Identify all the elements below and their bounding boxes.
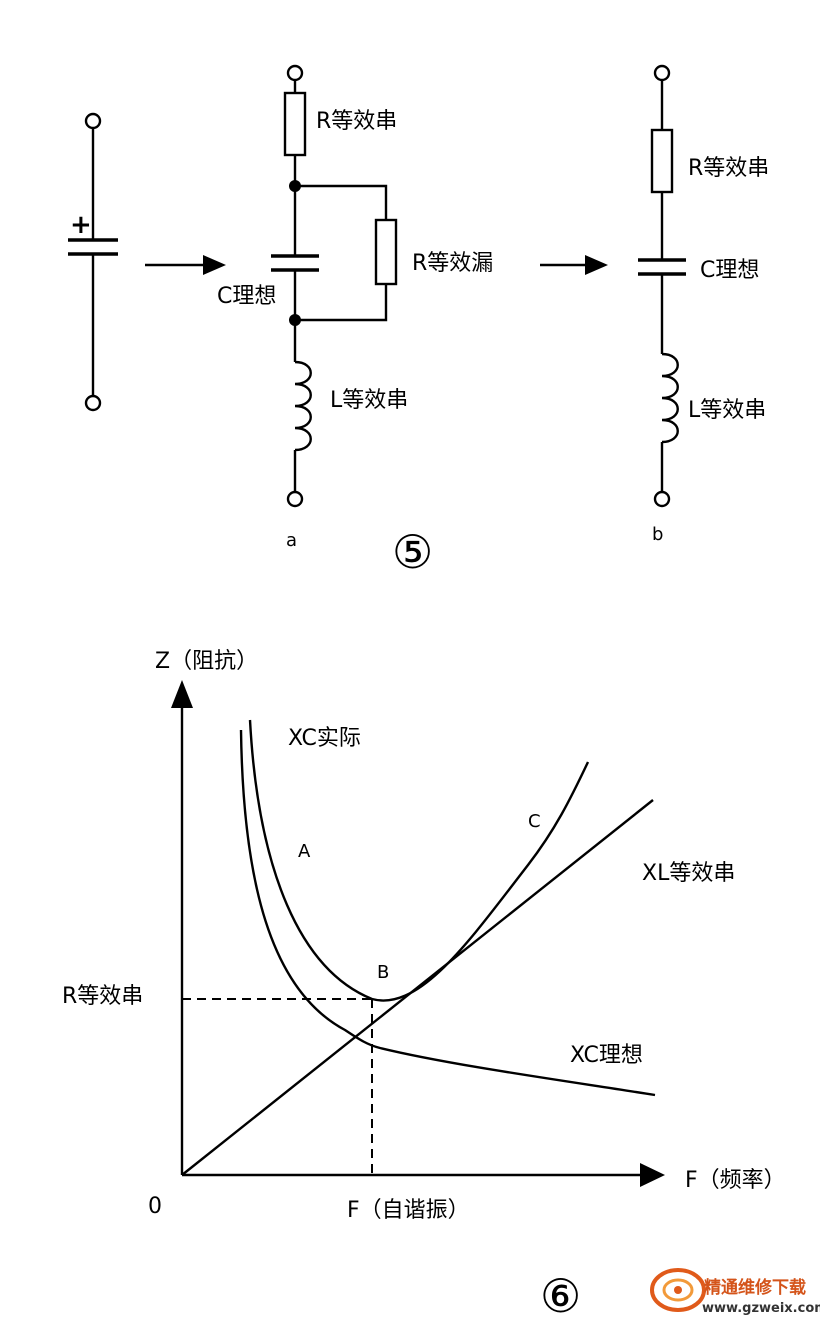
figure-number-6: ⑥	[540, 1269, 581, 1323]
watermark-logo	[650, 1268, 706, 1312]
label-l-series: L等效串	[688, 398, 766, 423]
resistor-series	[650, 128, 674, 194]
terminal-bottom	[84, 394, 102, 412]
x-axis	[182, 1163, 665, 1187]
terminal-top	[286, 64, 304, 82]
polarity-plus: +	[70, 210, 92, 240]
r-series-label: R等效串	[62, 984, 143, 1009]
watermark-site-name: 精通维修下载	[704, 1277, 806, 1298]
label-a: a	[286, 530, 297, 551]
label-c-ideal: C理想	[700, 258, 759, 283]
label-l-series: L等效串	[330, 388, 408, 413]
x-axis-label: F（频率）	[685, 1168, 786, 1193]
point-a-label: A	[298, 841, 311, 862]
capacitor-symbol: +	[68, 112, 118, 412]
resistor-series	[283, 91, 307, 157]
resistor-leakage	[374, 218, 398, 286]
figure-number-5: ⑤	[392, 525, 433, 579]
inductor-series	[294, 360, 312, 452]
self-resonance-label: F（自谐振）	[347, 1198, 470, 1223]
curve-xc-actual	[248, 719, 590, 1002]
label-r-series: R等效串	[316, 109, 397, 134]
label-c-ideal: C理想	[217, 284, 276, 309]
point-b-label: B	[377, 962, 389, 983]
watermark-url: www.gzweix.com	[702, 1301, 820, 1316]
label-r-series: R等效串	[688, 156, 769, 181]
label-xc-ideal: XC理想	[570, 1043, 643, 1068]
terminal-bottom	[653, 490, 671, 508]
figure-6: Z（阻抗） F（频率） 0 F（自谐振） R等效串 XC实际 XL等效串 XC理…	[62, 649, 786, 1323]
circuit-b: R等效串 C理想 L等效串 b	[638, 64, 769, 545]
y-axis	[171, 680, 193, 1175]
terminal-top	[84, 112, 102, 130]
origin-label: 0	[148, 1194, 162, 1219]
label-b: b	[652, 524, 663, 545]
terminal-bottom	[286, 490, 304, 508]
figure-5: + R等效串 C	[68, 64, 769, 579]
terminal-top	[653, 64, 671, 82]
label-r-leak: R等效漏	[412, 251, 493, 276]
curve-xc-ideal	[239, 729, 656, 1097]
y-axis-label: Z（阻抗）	[155, 649, 258, 674]
point-c-label: C	[528, 811, 541, 832]
watermark: 精通维修下载 www.gzweix.com	[650, 1268, 820, 1316]
label-xc-actual: XC实际	[288, 726, 361, 751]
circuit-a: R等效串 C理想 R等效漏 L等效串 a	[217, 64, 493, 551]
arrow-right-1	[145, 255, 226, 275]
arrow-right-2	[540, 255, 608, 275]
inductor-series	[661, 352, 679, 444]
label-xl-series: XL等效串	[642, 861, 735, 886]
